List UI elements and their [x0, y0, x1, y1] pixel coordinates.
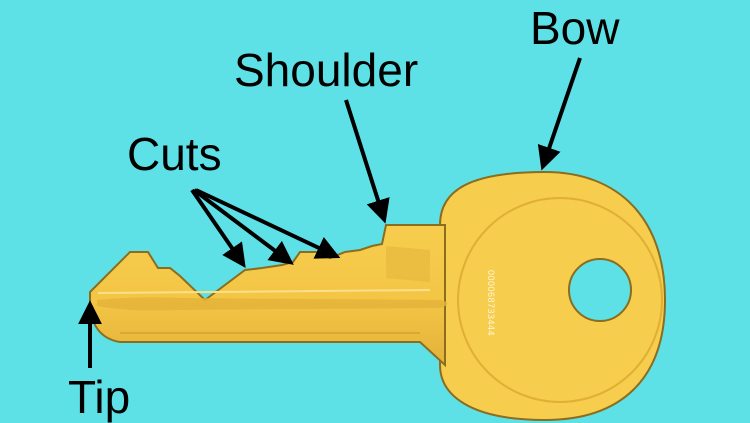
- shoulder-label: Shoulder: [234, 44, 418, 96]
- key-blade: [89, 224, 448, 368]
- key-icon: 000068733444: [89, 170, 667, 422]
- bow-label: Bow: [530, 2, 620, 54]
- cuts-label: Cuts: [127, 128, 222, 180]
- shoulder-arrow: [344, 99, 390, 224]
- key-bow: [439, 170, 667, 422]
- cuts-arrow-1: [190, 188, 246, 268]
- callout-arrows: [78, 57, 582, 368]
- hole-icon: [568, 258, 632, 322]
- cuts-arrow-3: [195, 188, 341, 259]
- bow-arrow: [537, 57, 582, 171]
- cuts-arrow-2: [192, 188, 294, 265]
- serial-number: 000068733444: [486, 270, 496, 336]
- tip-label: Tip: [68, 371, 130, 423]
